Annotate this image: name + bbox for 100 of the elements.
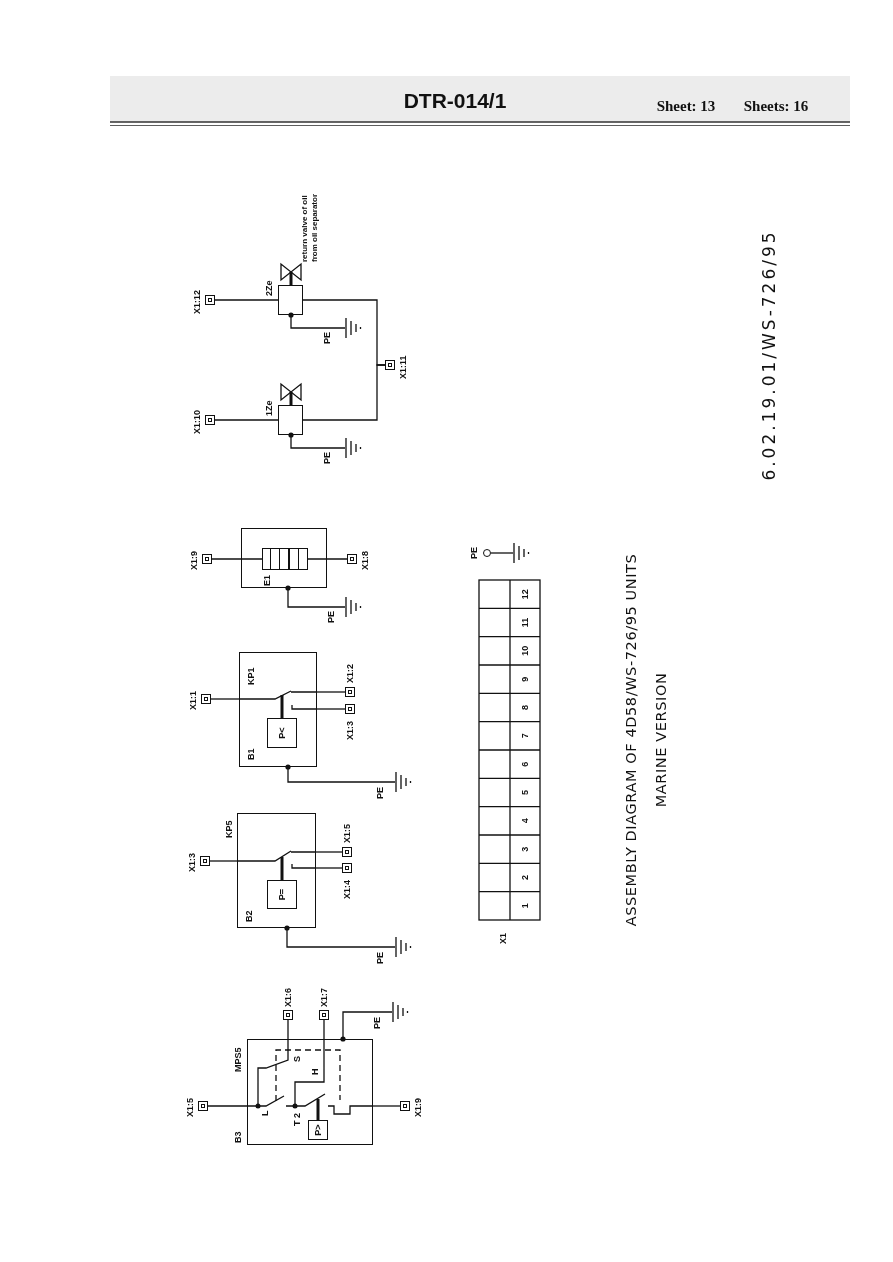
edge-label: PE — [372, 1016, 383, 1030]
wire — [288, 432, 346, 449]
contact-designation: H — [310, 1068, 321, 1075]
pressure-symbol-label: P= — [276, 888, 288, 901]
terminal-symbol — [205, 415, 215, 425]
terminal-label: X1:8 — [360, 551, 371, 570]
wire — [210, 698, 240, 700]
component-housing — [241, 528, 327, 588]
terminal-number: 6 — [519, 761, 531, 767]
ground-symbol — [345, 438, 361, 458]
terminal-symbol — [342, 863, 352, 873]
terminal-designation: T 2 — [292, 1113, 303, 1126]
component-label: MPS5 — [233, 1047, 244, 1072]
terminal-symbol — [347, 554, 357, 564]
terminal-label: X1:7 — [319, 988, 330, 1007]
wire — [307, 558, 348, 560]
ground-symbol — [513, 543, 529, 563]
component-label: B2 — [244, 910, 255, 922]
terminal-label: X1:9 — [189, 551, 200, 570]
component-label: E1 — [262, 575, 273, 586]
terminal-label: X1:4 — [342, 880, 353, 899]
component-label: 1Ze — [264, 400, 275, 416]
terminal-number: 8 — [519, 705, 531, 710]
terminal-label: X1:3 — [345, 721, 356, 740]
ground-symbol — [395, 772, 411, 792]
terminal-label: X1:3 — [187, 853, 198, 872]
edge-label: PE — [322, 451, 333, 465]
drawing-number: 6.02.19.01/WS-726/95 — [759, 229, 779, 481]
diagram-title: ASSEMBLY DIAGRAM OF 4D58/WS-726/95 UNITS — [622, 553, 640, 927]
wire — [315, 851, 343, 853]
contact-designation: S — [292, 1056, 303, 1062]
wire — [211, 558, 263, 560]
wire — [302, 299, 386, 366]
terminal-number: 1 — [519, 903, 531, 909]
pressure-element-box — [267, 880, 297, 909]
wire — [207, 1105, 248, 1107]
component-label: KP1 — [246, 667, 257, 685]
circuit-breaker-drawing — [246, 1038, 374, 1120]
terminal-symbol — [345, 687, 355, 697]
terminal-symbol — [205, 295, 215, 305]
terminal-number: 12 — [519, 589, 531, 600]
component-label: B3 — [233, 1131, 244, 1143]
edge-label: PE — [375, 951, 386, 965]
terminal-number: 11 — [519, 617, 531, 628]
wire — [315, 867, 343, 869]
terminal-symbol — [201, 694, 211, 704]
wire — [316, 691, 346, 693]
wire — [340, 1011, 393, 1042]
terminal-label: X1:12 — [192, 289, 203, 314]
terminal-symbol — [202, 554, 212, 564]
wire — [214, 419, 279, 421]
edge-label: PE — [326, 610, 337, 624]
wire — [209, 860, 238, 862]
terminal-symbol — [342, 847, 352, 857]
terminal-number: 2 — [519, 875, 531, 880]
document-code: DTR-014/1 — [403, 89, 507, 113]
pressure-symbol-label: P> — [312, 1124, 324, 1136]
terminal-symbol — [385, 360, 395, 370]
edge-label: PE — [375, 786, 386, 800]
edge-label: PE — [322, 331, 333, 345]
terminal-label: X1:5 — [185, 1098, 196, 1117]
terminal-number: 9 — [519, 676, 531, 682]
ground-symbol — [392, 1002, 408, 1022]
component-label: KP5 — [224, 820, 235, 838]
ground-symbol — [395, 937, 411, 957]
wire — [323, 1019, 325, 1040]
heater-element — [262, 548, 308, 570]
pressure-symbol-label: P< — [276, 727, 288, 739]
terminal-label: X1:5 — [342, 824, 353, 843]
terminal-label: X1:2 — [345, 664, 356, 683]
wire — [316, 708, 346, 710]
terminal-symbol — [319, 1010, 329, 1020]
strip-designation: X1 — [498, 933, 509, 944]
terminal-designation: L — [260, 1110, 271, 1116]
terminal-number: 3 — [519, 846, 531, 852]
terminal-number: 4 — [519, 818, 531, 824]
terminal-symbol — [200, 856, 210, 866]
wire — [285, 585, 346, 608]
ground-symbol — [345, 597, 361, 617]
wire — [284, 925, 396, 948]
pressure-switch-drawing — [238, 690, 318, 718]
wire — [285, 764, 396, 783]
component-label: 2Ze — [264, 280, 275, 296]
wire — [214, 299, 279, 301]
wire — [372, 1105, 401, 1107]
terminal-symbol — [198, 1101, 208, 1111]
subtitle: MARINE VERSION — [652, 672, 670, 808]
terminal-label: X1:10 — [192, 409, 203, 434]
terminal-symbol — [345, 704, 355, 714]
terminal-label: X1:9 — [413, 1098, 424, 1117]
terminal-symbol — [400, 1101, 410, 1111]
component-label: B1 — [246, 748, 257, 760]
terminal-label: X1:11 — [398, 355, 409, 379]
sheet-count: Sheets: 16 — [743, 97, 809, 115]
terminal-label: X1:6 — [283, 988, 294, 1007]
terminal-label: X1:1 — [188, 691, 199, 710]
terminal-number: 10 — [519, 645, 531, 656]
pressure-switch-drawing — [236, 850, 317, 880]
component-housing — [239, 652, 317, 767]
ground-symbol — [345, 318, 361, 338]
